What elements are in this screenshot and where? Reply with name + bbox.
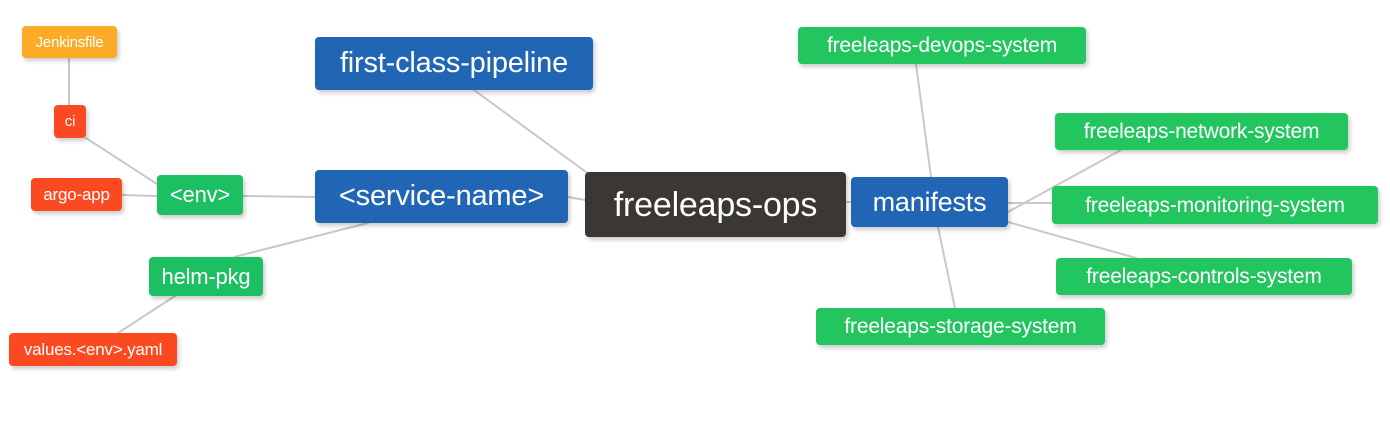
- mindmap-node-freeleaps-controls-system[interactable]: freeleaps-controls-system: [1056, 258, 1352, 295]
- edge-helm-pkg-values-yaml: [117, 295, 176, 334]
- mindmap-node-first-class-pipeline[interactable]: first-class-pipeline: [315, 37, 593, 90]
- edge-service-name-env: [242, 195, 316, 198]
- mindmap-node-values-yaml[interactable]: values.<env>.yaml: [9, 333, 177, 366]
- node-label: freeleaps-storage-system: [844, 315, 1077, 338]
- mindmap-node-argo-app[interactable]: argo-app: [31, 178, 122, 211]
- node-label: Jenkinsfile: [35, 33, 104, 51]
- edge-service-name-helm-pkg: [233, 222, 369, 258]
- node-label: <service-name>: [338, 180, 545, 212]
- mindmap-node-freeleaps-devops-system[interactable]: freeleaps-devops-system: [798, 27, 1086, 64]
- mindmap-node-freeleaps-storage-system[interactable]: freeleaps-storage-system: [816, 308, 1105, 345]
- node-label: first-class-pipeline: [339, 47, 569, 79]
- node-label: freeleaps-devops-system: [827, 34, 1057, 57]
- node-label: freeleaps-monitoring-system: [1085, 193, 1345, 217]
- mindmap-node-jenkinsfile[interactable]: Jenkinsfile: [22, 26, 117, 58]
- edge-manifests-devops: [915, 63, 932, 178]
- node-label: argo-app: [43, 185, 110, 204]
- node-label: helm-pkg: [161, 263, 251, 289]
- node-label: values.<env>.yaml: [23, 340, 163, 359]
- node-label: <env>: [169, 182, 231, 207]
- edge-manifests-controls: [1007, 221, 1137, 259]
- mindmap-node-ci[interactable]: ci: [54, 105, 86, 138]
- mindmap-node-helm-pkg[interactable]: helm-pkg: [149, 257, 263, 296]
- edge-ops-first-class-pipeline: [473, 89, 591, 176]
- mindmap-node-service-name[interactable]: <service-name>: [315, 170, 568, 223]
- mindmap-node-freeleaps-monitoring-system[interactable]: freeleaps-monitoring-system: [1052, 186, 1378, 224]
- mindmap-node-manifests[interactable]: manifests: [851, 177, 1008, 227]
- node-label: freeleaps-network-system: [1083, 120, 1320, 143]
- node-label: freeleaps-controls-system: [1086, 265, 1322, 288]
- edge-manifests-storage: [937, 226, 956, 309]
- node-label: freeleaps-ops: [613, 185, 818, 224]
- edge-env-argo-app: [121, 194, 158, 197]
- node-label: manifests: [872, 186, 987, 217]
- mindmap-node-freeleaps-network-system[interactable]: freeleaps-network-system: [1055, 113, 1348, 150]
- mindmap-node-env[interactable]: <env>: [157, 175, 243, 215]
- node-label: ci: [64, 113, 76, 130]
- mindmap-node-freeleaps-ops[interactable]: freeleaps-ops: [585, 172, 846, 237]
- edge-ops-service-name: [567, 196, 586, 201]
